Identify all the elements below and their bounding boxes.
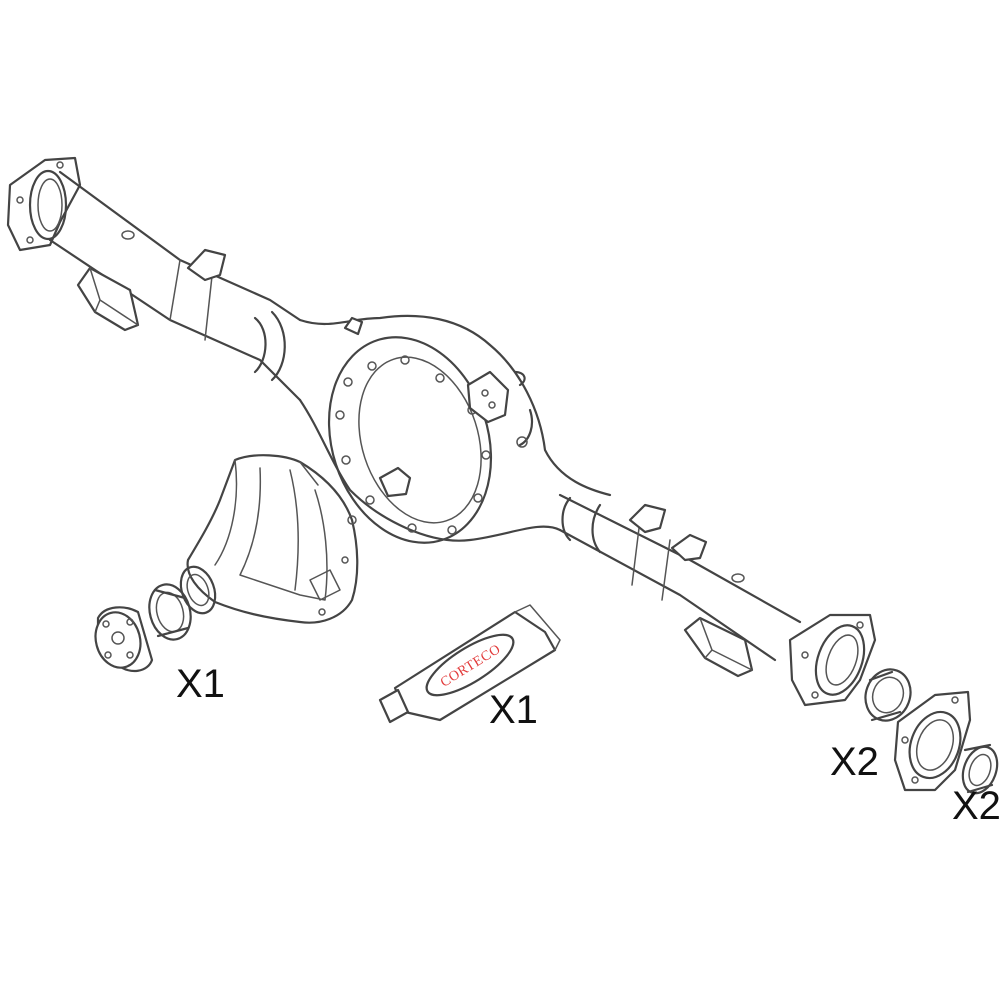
- pinion-seal: [148, 583, 192, 641]
- right-spring-seat: [683, 616, 754, 678]
- bearing-retainer-plate: [893, 690, 972, 792]
- quantity-label-bearing: X2: [830, 740, 879, 784]
- right-axle-tube: [558, 493, 802, 662]
- quantity-label-pinion-flange: X1: [176, 662, 225, 706]
- pinion-flange: [94, 606, 154, 673]
- left-axle-flange: [6, 156, 82, 252]
- cover-bolts: [335, 355, 491, 535]
- axle-housing: [6, 156, 877, 707]
- drain-plug: [378, 466, 412, 498]
- quantity-label-sealant-tube: X1: [489, 688, 538, 732]
- differential-carrier: [179, 454, 359, 624]
- brand-oval: [425, 633, 515, 697]
- quantity-label-shaft-seal: X2: [952, 784, 1000, 828]
- left-spring-seat: [76, 266, 140, 332]
- differential-housing: [298, 314, 612, 542]
- left-flange-bore: [28, 169, 68, 241]
- axle-shaft-seal: [961, 743, 999, 795]
- axle-bearing: [864, 668, 912, 722]
- tube-cap: [378, 688, 410, 724]
- housing-bracket: [466, 370, 510, 424]
